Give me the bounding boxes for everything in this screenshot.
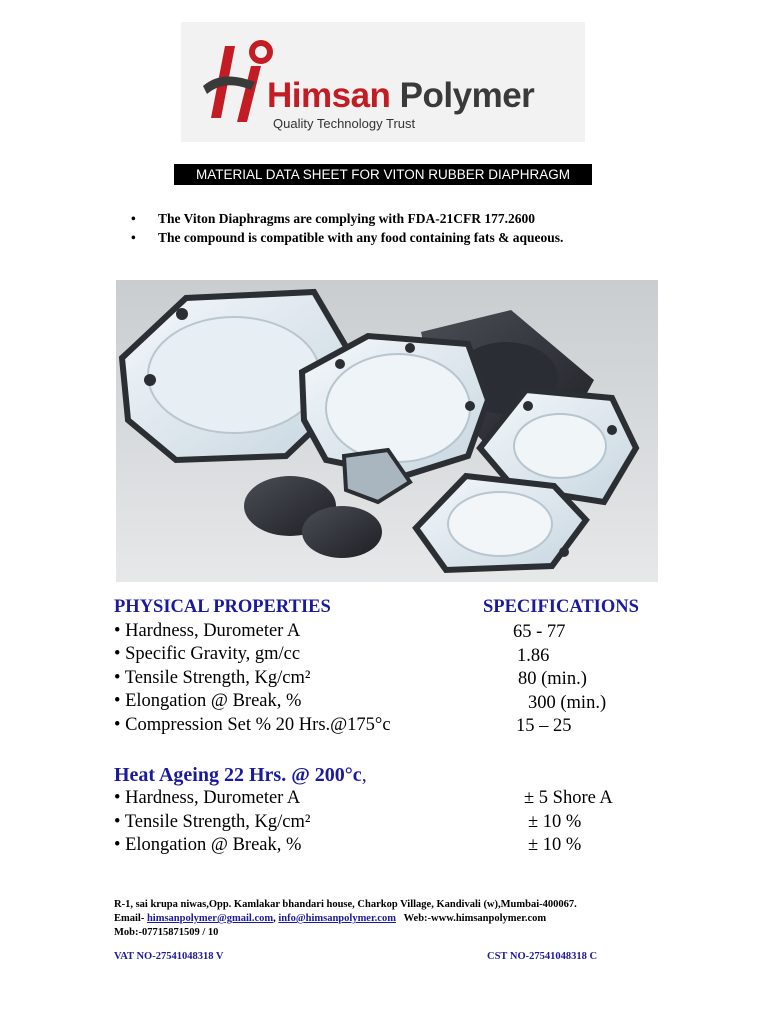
property-label: • Specific Gravity, gm/cc	[114, 644, 301, 664]
spec-value: ± 5 Shore A	[524, 788, 613, 808]
spec-value: ± 10 %	[528, 811, 582, 832]
spec-value: 1.86	[517, 645, 550, 666]
cst-number: CST NO-27541048318 C	[487, 951, 598, 962]
property-label: • Compression Set % 20 Hrs.@175°c	[114, 714, 391, 735]
product-photo	[116, 280, 658, 582]
company-name-part2: Polymer	[399, 76, 535, 115]
physical-properties-heading: PHYSICAL PROPERTIES	[114, 597, 331, 617]
email-separator: ,	[273, 913, 279, 924]
spec-value: ± 10 %	[528, 835, 582, 855]
specifications-heading: SPECIFICATIONS	[483, 597, 639, 617]
company-logo: Himsan Polymer Quality Technology Trust	[181, 22, 585, 142]
specification-values: 65 - 77 1.86 80 (min.) 300 (min.) 15 – 2…	[510, 621, 606, 739]
email-line: Email- himsanpolymer@gmail.com, info@him…	[114, 912, 577, 926]
heat-ageing-heading: Heat Ageing 22 Hrs. @ 200°c,	[114, 764, 367, 787]
mobile-line: Mob:-07715871509 / 10	[114, 927, 219, 938]
email-link-info[interactable]: info@himsanpolymer.com	[278, 913, 396, 924]
property-label: • Hardness, Durometer A	[114, 620, 301, 641]
address-line: R-1, sai krupa niwas,Opp. Kamlakar bhand…	[114, 899, 577, 910]
company-name-part1: Himsan	[267, 76, 391, 115]
hp-logo-mark-icon	[203, 40, 273, 122]
website-text: Web:-www.himsanpolymer.com	[395, 913, 547, 924]
property-label: • Hardness, Durometer A	[114, 788, 301, 808]
spec-value: 15 – 25	[516, 716, 572, 736]
spec-value: 300 (min.)	[528, 692, 607, 713]
physical-properties: PHYSICAL PROPERTIES • Hardness, Duromete…	[114, 596, 391, 737]
heat-ageing-values: ± 5 Shore A ± 10 % ± 10 %	[524, 787, 613, 858]
heat-ageing-suffix: ,	[361, 764, 367, 786]
vat-number: VAT NO-27541048318 V	[114, 951, 224, 962]
spec-value: 65 - 77	[513, 622, 566, 642]
heat-ageing-properties: • Hardness, Durometer A • Tensile Streng…	[114, 787, 310, 858]
property-label: • Elongation @ Break, %	[114, 835, 302, 855]
property-label: • Elongation @ Break, %	[114, 691, 302, 711]
heat-ageing-title: Heat Ageing 22 Hrs. @ 200°c	[114, 764, 362, 786]
company-name: Himsan Polymer	[267, 76, 535, 116]
property-label: • Tensile Strength, Kg/cm²	[114, 811, 311, 832]
spec-value: 80 (min.)	[518, 669, 587, 689]
company-tagline: Quality Technology Trust	[273, 116, 416, 131]
email-link-gmail[interactable]: himsanpolymer@gmail.com	[146, 913, 274, 924]
email-label: Email-	[114, 913, 147, 924]
list-item: The Viton Diaphragms are complying with …	[131, 209, 563, 228]
compliance-list: The Viton Diaphragms are complying with …	[131, 209, 563, 247]
list-item: The compound is compatible with any food…	[131, 228, 563, 247]
property-label: • Tensile Strength, Kg/cm²	[114, 667, 311, 688]
document-title: MATERIAL DATA SHEET FOR VITON RUBBER DIA…	[174, 164, 592, 185]
footer-contact: R-1, sai krupa niwas,Opp. Kamlakar bhand…	[114, 898, 577, 940]
